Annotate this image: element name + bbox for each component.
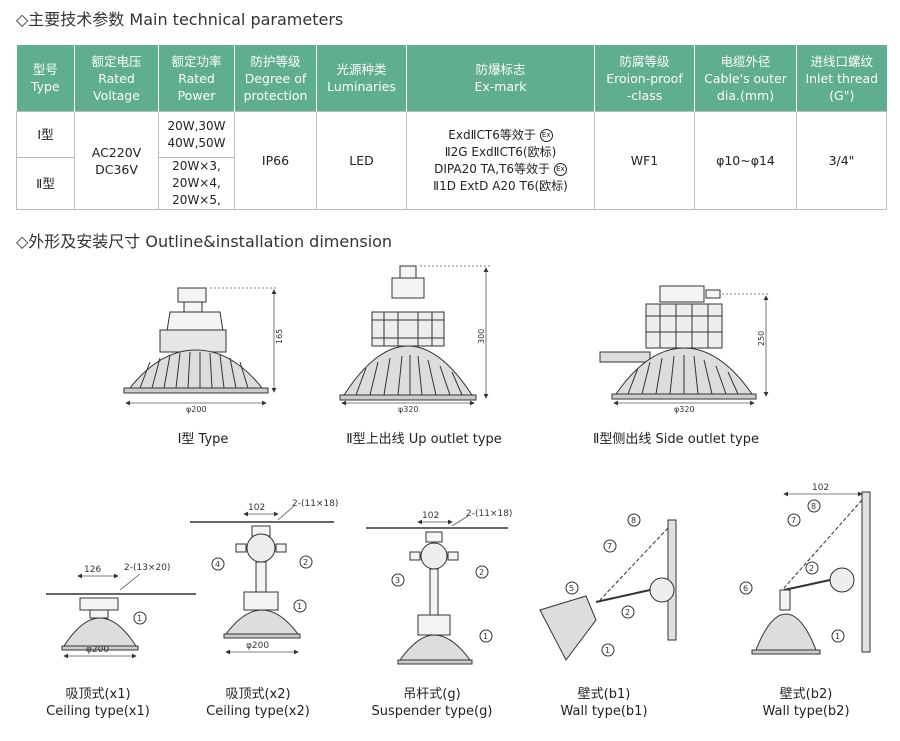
- callout-number: 1: [297, 602, 302, 611]
- caption-ceiling-x2: 吸顶式(x2)Ceiling type(x2): [206, 687, 310, 719]
- callout-number: 2: [479, 568, 484, 577]
- dim-label: 102: [812, 483, 829, 493]
- dimension-suspender: [417, 515, 469, 527]
- dimension-ceiling-x2: [225, 505, 299, 655]
- callout-number: 5: [569, 584, 574, 593]
- callout-number: 3: [395, 576, 400, 585]
- dim-label: 2-(13×20): [124, 563, 170, 573]
- lamp-type1-drawing: [123, 287, 269, 394]
- caption-suspender: 吊杆式(g)Suspender type(g): [371, 687, 493, 719]
- callout-number: 7: [791, 516, 796, 525]
- caption-ceiling-x1: 吸顶式(x1)Ceiling type(x1): [46, 687, 150, 719]
- mount-suspender-drawing: [366, 527, 508, 665]
- cell-power-2: 20W×3,20W×4,20W×5,: [158, 157, 235, 210]
- dimension-type2-side: [613, 293, 770, 406]
- dimension-type2-up: [341, 265, 490, 406]
- callout-number: 2: [809, 564, 814, 573]
- callout-number: 1: [605, 646, 610, 655]
- caption-type2-side: Ⅱ型侧出线 Side outlet type: [593, 432, 759, 447]
- dim-label: 300: [477, 329, 486, 344]
- callout-number: 1: [483, 632, 488, 641]
- dim-label: 126: [84, 565, 101, 575]
- dim-label: φ320: [674, 405, 695, 414]
- cell-type-2: Ⅱ型: [16, 157, 75, 210]
- dim-label: 102: [422, 511, 439, 521]
- callout-number: 1: [835, 632, 840, 641]
- cell-thread: 3/4": [796, 111, 887, 210]
- lamp-type2-up-drawing: [339, 265, 477, 401]
- callout-number: 2: [303, 558, 308, 567]
- caption-type1: Ⅰ型 Type: [177, 432, 229, 447]
- cell-exmark: ExdⅡCT6等效于 Ex Ⅱ2G ExdⅡCT6(欧标) DIPA20 TA,…: [406, 111, 595, 210]
- dim-label: 165: [275, 329, 284, 344]
- dimension-ceiling-x1: [63, 573, 141, 659]
- ex-symbol-icon: Ex: [539, 128, 553, 142]
- callout-number: 7: [607, 542, 612, 551]
- callout-number: 2: [625, 608, 630, 617]
- callout-number: 8: [811, 502, 816, 511]
- ex-symbol-icon: Ex: [553, 162, 567, 176]
- dim-label: φ200: [246, 641, 269, 651]
- section-title-outline: ◇外形及安装尺寸 Outline&installation dimension: [16, 232, 393, 251]
- caption-wall-b1: 壁式(b1)Wall type(b1): [560, 687, 648, 719]
- cell-protection: IP66: [234, 111, 317, 210]
- dim-label: 2-(11×18): [466, 509, 512, 519]
- section-title-parameters: ◇主要技术参数 Main technical parameters: [16, 10, 344, 29]
- lamp-type2-side-drawing: [599, 285, 757, 400]
- dim-label: 2-(11×18): [292, 499, 338, 509]
- dim-label: φ200: [186, 405, 207, 414]
- dimension-type1: [125, 287, 278, 406]
- callout-number: 4: [215, 560, 220, 569]
- dim-label: φ200: [86, 645, 109, 655]
- caption-type2-up: Ⅱ型上出线 Up outlet type: [346, 432, 502, 447]
- mount-wall-b2-drawing: [739, 491, 871, 655]
- table-row: Ⅱ型 20W×3,20W×4,20W×5,: [16, 157, 887, 210]
- mount-ceiling-x1-drawing: [46, 593, 196, 651]
- callout-number: 1: [137, 614, 142, 623]
- dim-label: 250: [757, 331, 766, 346]
- mount-wall-b1-drawing: [539, 513, 677, 661]
- dim-label: 102: [248, 503, 265, 513]
- callout-number: 6: [743, 584, 748, 593]
- caption-wall-b2: 壁式(b2)Wall type(b2): [762, 687, 850, 719]
- callout-number: 8: [631, 516, 636, 525]
- dim-label: φ320: [398, 405, 419, 414]
- cell-cable-dia: φ10~φ14: [694, 111, 797, 210]
- mount-ceiling-x2-drawing: [190, 521, 334, 639]
